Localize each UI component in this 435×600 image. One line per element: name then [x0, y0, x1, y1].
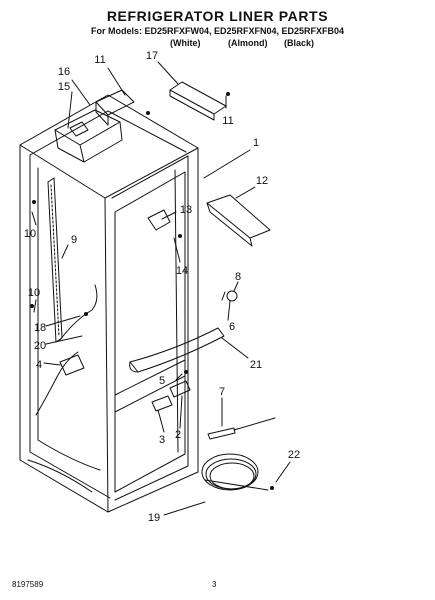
callout-21: 21: [250, 359, 262, 371]
wire-lower: [35, 351, 79, 416]
callout-5: 5: [159, 375, 165, 387]
screw-11-right: [226, 92, 230, 96]
clip-13: [147, 209, 171, 231]
callout-8: 8: [235, 271, 241, 283]
callout-13: 13: [180, 204, 192, 216]
liner-cabinet: [19, 94, 199, 513]
model-list: For Models: ED25RFXFW04, ED25RFXFN04, ED…: [0, 26, 435, 36]
callout-11b: 11: [222, 115, 233, 127]
bracket-12: [206, 194, 271, 247]
callout-18: 18: [34, 322, 46, 334]
bracket-17: [169, 81, 227, 121]
fitting-6-8: [221, 290, 238, 302]
models-prefix: For Models:: [90, 26, 142, 36]
callout-22: 22: [288, 449, 300, 461]
callout-17: 17: [146, 50, 158, 62]
screw-22: [270, 486, 274, 490]
callout-20: 20: [34, 340, 46, 352]
callout-labels: 16 11 17 15 11 1 12 13 10 9 14 8 10 6 18…: [24, 50, 300, 524]
rail-9: [47, 177, 63, 343]
callout-10b: 10: [28, 287, 40, 299]
callout-14: 14: [176, 265, 188, 277]
callout-9: 9: [71, 234, 77, 246]
callout-19: 19: [148, 512, 160, 524]
callout-7: 7: [219, 386, 225, 398]
water-tube-19: [201, 453, 269, 491]
callout-6: 6: [229, 321, 235, 333]
callout-11a: 11: [94, 54, 105, 66]
color-almond: (Almond): [228, 38, 268, 48]
clip-18: [84, 312, 88, 316]
callout-3: 3: [159, 434, 165, 446]
color-white: (White): [170, 38, 201, 48]
callout-4: 4: [36, 359, 42, 371]
callout-1: 1: [253, 137, 259, 149]
top-mount-assembly: [54, 89, 135, 163]
page-title: REFRIGERATOR LINER PARTS: [106, 8, 329, 24]
valve-tube: [233, 417, 276, 431]
models-numbers: ED25RFXFW04, ED25RFXFN04, ED25RFXFB04: [144, 26, 345, 36]
color-black: (Black): [284, 38, 315, 48]
valve-7: [207, 427, 236, 440]
bracket-2: [169, 380, 191, 398]
callout-15: 15: [58, 81, 70, 93]
page-number: 3: [212, 580, 217, 589]
module-4: [59, 354, 85, 376]
screw-5: [184, 370, 188, 374]
cover-21: [129, 327, 225, 373]
document-number: 8197589: [12, 580, 44, 589]
callout-2: 2: [175, 429, 181, 441]
screw-14: [178, 234, 182, 238]
callout-16: 16: [58, 66, 70, 78]
wire-harness: [59, 284, 98, 341]
callout-10a: 10: [24, 228, 36, 240]
bracket-3: [151, 395, 173, 412]
leader-lines: [31, 61, 291, 516]
screw-11-left: [146, 111, 150, 115]
screws: [30, 92, 274, 490]
callout-12: 12: [256, 175, 268, 187]
screw-10-lower: [30, 304, 34, 308]
screw-10-upper: [32, 200, 36, 204]
